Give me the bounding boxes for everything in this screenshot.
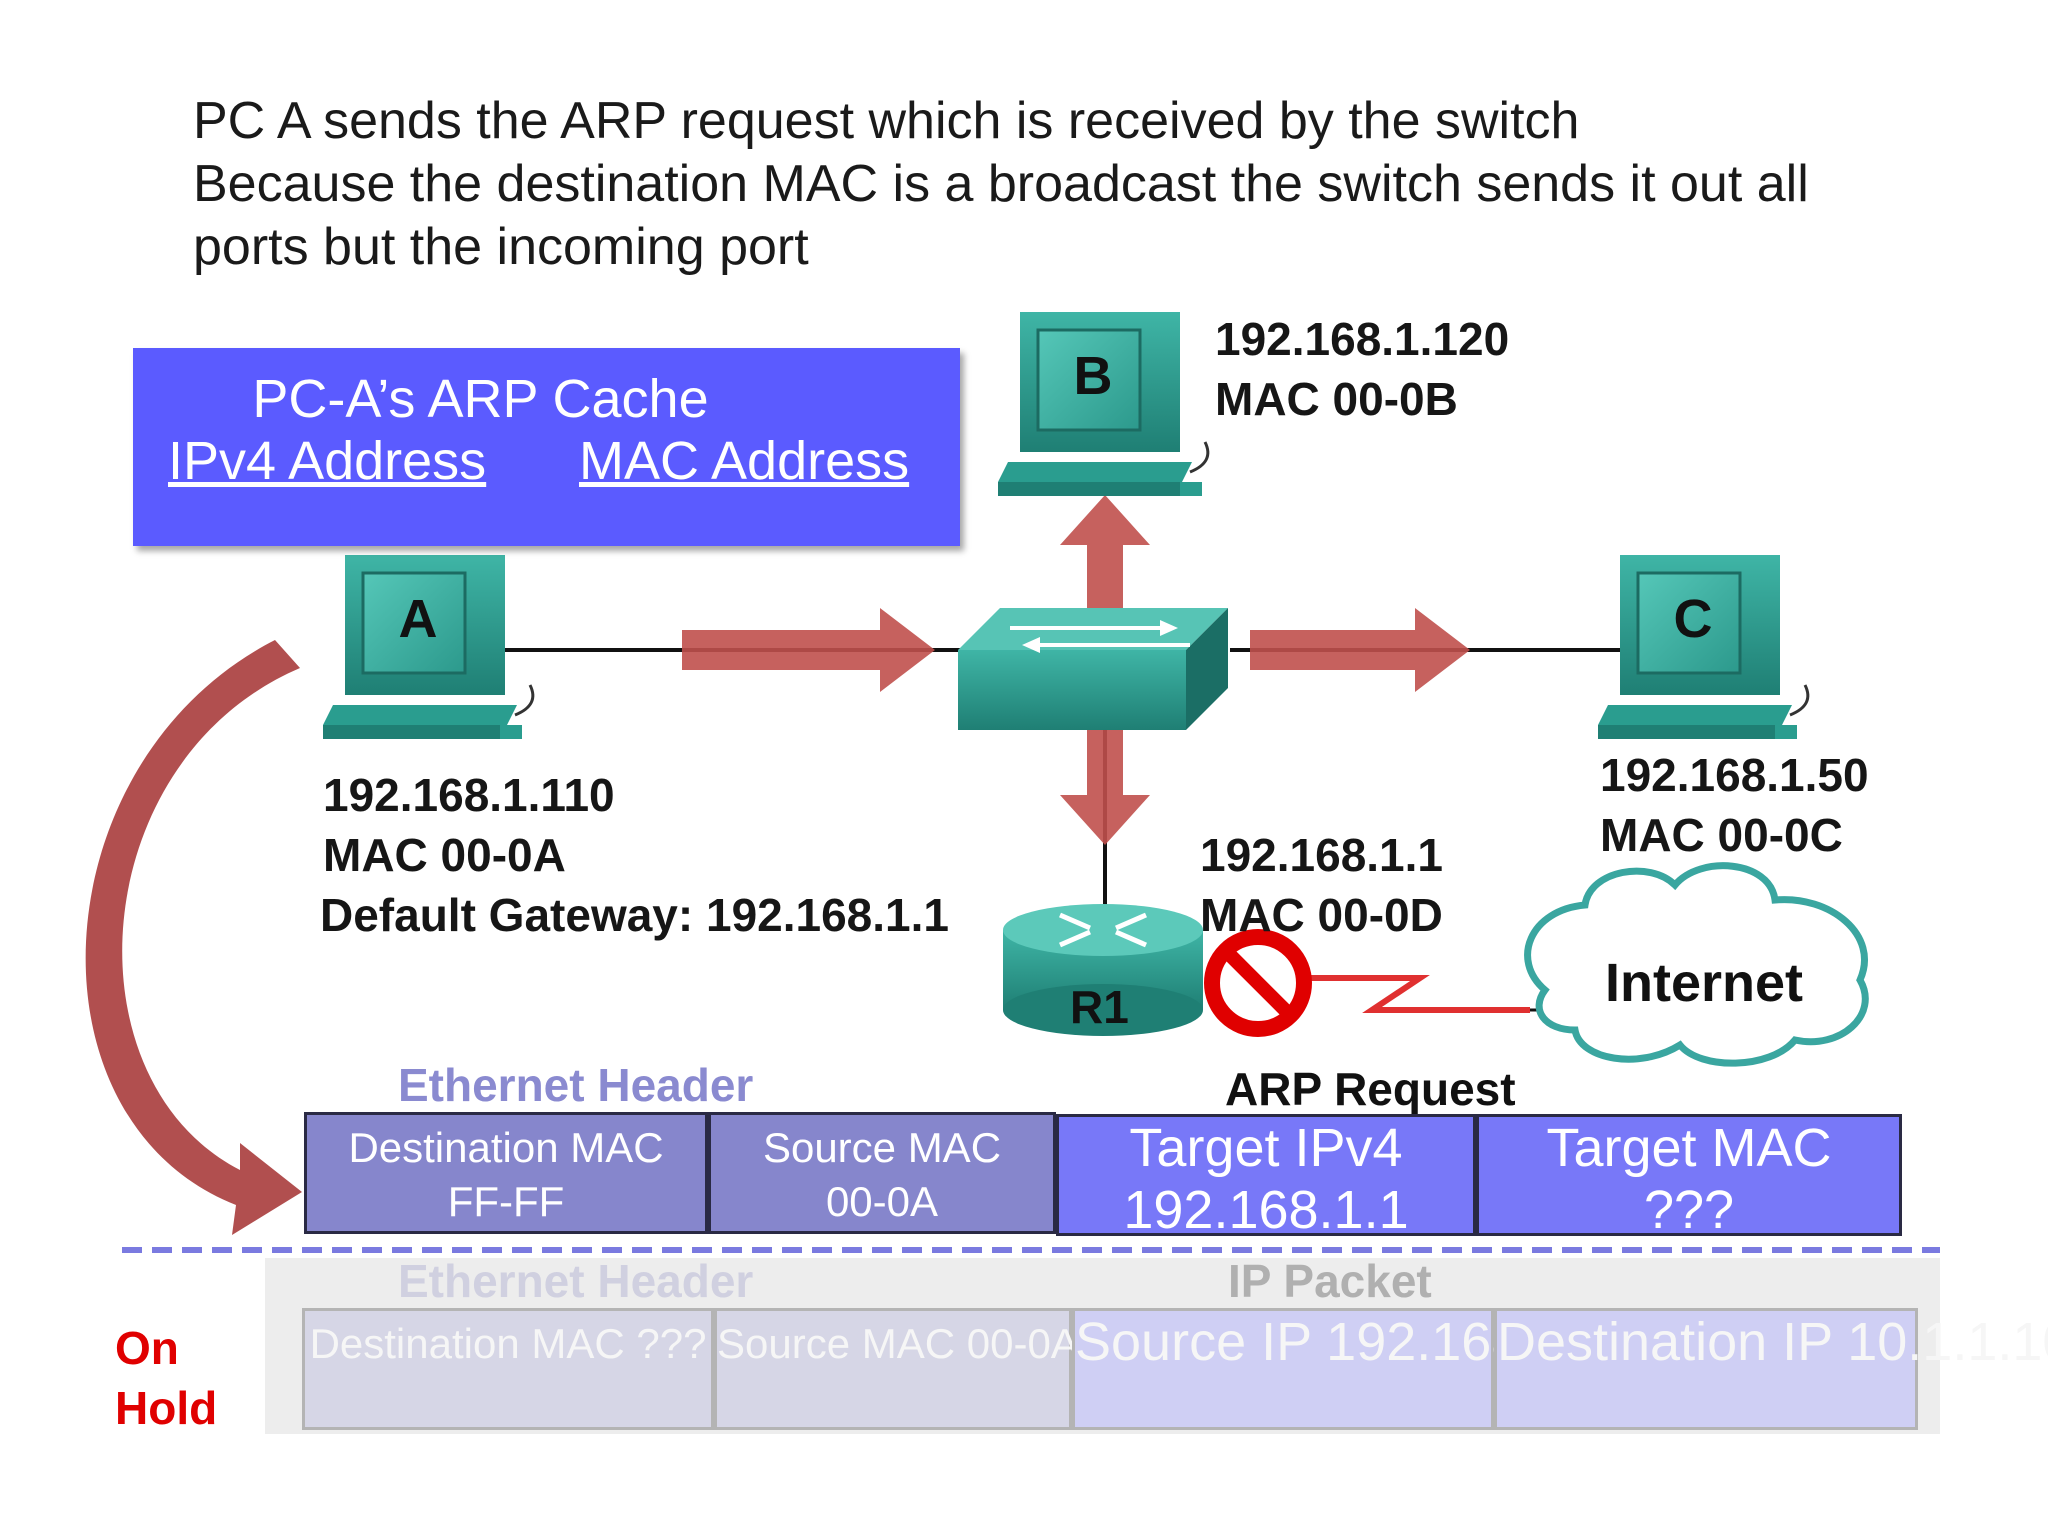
ethernet-header-label: Ethernet Header bbox=[398, 1059, 754, 1111]
on-hold-label: On Hold bbox=[115, 1318, 217, 1438]
pc-c-ip: 192.168.1.50 bbox=[1600, 749, 1869, 801]
r1-ip: 192.168.1.1 bbox=[1200, 829, 1444, 881]
router-r1-label: R1 bbox=[1070, 981, 1129, 1033]
on-hold-dest-ip: Destination IP 10.1.1.10 bbox=[1494, 1308, 2048, 1430]
serial-link bbox=[1290, 975, 1530, 1013]
arp-request-label: ARP Request bbox=[1225, 1063, 1516, 1115]
pc-a-gateway: Default Gateway: 192.168.1.1 bbox=[320, 889, 949, 941]
on-hold-label-line-1: On bbox=[115, 1322, 179, 1374]
on-hold-src-ip-label: Source IP bbox=[1075, 1312, 1312, 1372]
switch-icon bbox=[958, 608, 1228, 730]
on-hold-dest-ip-value: 10.1.1.10 bbox=[1847, 1312, 2048, 1372]
router-r1-icon bbox=[1003, 904, 1203, 1036]
pc-a-icon bbox=[323, 555, 535, 739]
caption-line-2: Because the destination MAC is a broadca… bbox=[193, 155, 1809, 213]
arp-cache-table: PC-A’s ARP Cache IPv4 Address MAC Addres… bbox=[133, 348, 960, 546]
frame-target-ipv4: Target IPv4 192.168.1.1 bbox=[1056, 1114, 1476, 1240]
on-hold-dest-mac-value: ??? bbox=[636, 1320, 707, 1367]
frame-target-mac-label: Target MAC bbox=[1546, 1118, 1832, 1178]
on-hold-dest-mac: Destination MAC ??? bbox=[302, 1308, 714, 1430]
internet-label: Internet bbox=[1605, 953, 1804, 1013]
caption-line-1: PC A sends the ARP request which is rece… bbox=[193, 92, 1580, 150]
on-hold-ip-packet-label: IP Packet bbox=[1228, 1255, 1432, 1307]
pc-a-letter: A bbox=[398, 589, 438, 649]
on-hold-src-ip: Source IP 192.168.1.110 bbox=[1072, 1308, 1668, 1430]
pc-b-mac: MAC 00-0B bbox=[1215, 373, 1458, 425]
arp-cache-col-ipv4: IPv4 Address bbox=[168, 431, 487, 491]
pc-c-letter: C bbox=[1673, 589, 1713, 649]
arp-cache-col-mac: MAC Address bbox=[579, 431, 910, 491]
arp-cache-title: PC-A’s ARP Cache bbox=[252, 369, 709, 429]
pc-a-ip: 192.168.1.110 bbox=[323, 769, 615, 821]
arrow-switch-to-r1 bbox=[1060, 700, 1150, 845]
frame-src-mac-label: Source MAC bbox=[762, 1124, 1002, 1171]
frame-target-mac-value: ??? bbox=[1643, 1180, 1735, 1240]
on-hold-src-mac-label: Source MAC bbox=[717, 1320, 956, 1367]
frame-dest-mac-label: Destination MAC bbox=[348, 1124, 664, 1171]
on-hold-label-line-2: Hold bbox=[115, 1382, 218, 1434]
on-hold-src-mac: Source MAC 00-0A bbox=[714, 1308, 1079, 1430]
blocked-icon bbox=[1204, 929, 1312, 1037]
frame-dest-mac: Destination MAC FF-FF bbox=[304, 1112, 708, 1234]
internet-cloud-icon bbox=[1524, 862, 1869, 1067]
pc-c-icon bbox=[1598, 555, 1810, 739]
frame-src-mac-value: 00-0A bbox=[825, 1178, 939, 1225]
frame-target-mac: Target MAC ??? bbox=[1476, 1114, 1902, 1240]
frame-target-ipv4-label: Target IPv4 bbox=[1129, 1118, 1403, 1178]
on-hold-ethernet-header-label: Ethernet Header bbox=[398, 1255, 754, 1307]
pc-b-ip: 192.168.1.120 bbox=[1215, 313, 1510, 365]
frame-target-ipv4-value: 192.168.1.1 bbox=[1123, 1180, 1409, 1240]
curved-arrow-a-to-frame bbox=[85, 640, 302, 1235]
on-hold-src-mac-value: 00-0A bbox=[966, 1320, 1079, 1367]
pc-c-mac: MAC 00-0C bbox=[1600, 809, 1843, 861]
arrow-switch-to-b bbox=[1060, 495, 1150, 615]
frame-src-mac: Source MAC 00-0A bbox=[708, 1112, 1056, 1234]
caption-line-3: ports but the incoming port bbox=[193, 218, 809, 276]
arrow-a-to-switch bbox=[682, 608, 935, 692]
frame-dest-mac-value: FF-FF bbox=[447, 1178, 565, 1225]
pc-a-mac: MAC 00-0A bbox=[323, 829, 566, 881]
r1-mac: MAC 00-0D bbox=[1200, 889, 1443, 941]
slide-caption: PC A sends the ARP request which is rece… bbox=[193, 90, 1913, 279]
arrow-switch-to-c bbox=[1250, 608, 1470, 692]
on-hold-dest-ip-label: Destination IP bbox=[1497, 1312, 1833, 1372]
pc-b-icon bbox=[998, 312, 1210, 496]
on-hold-dest-mac-label: Destination MAC bbox=[309, 1320, 625, 1367]
pc-b-letter: B bbox=[1073, 346, 1113, 406]
